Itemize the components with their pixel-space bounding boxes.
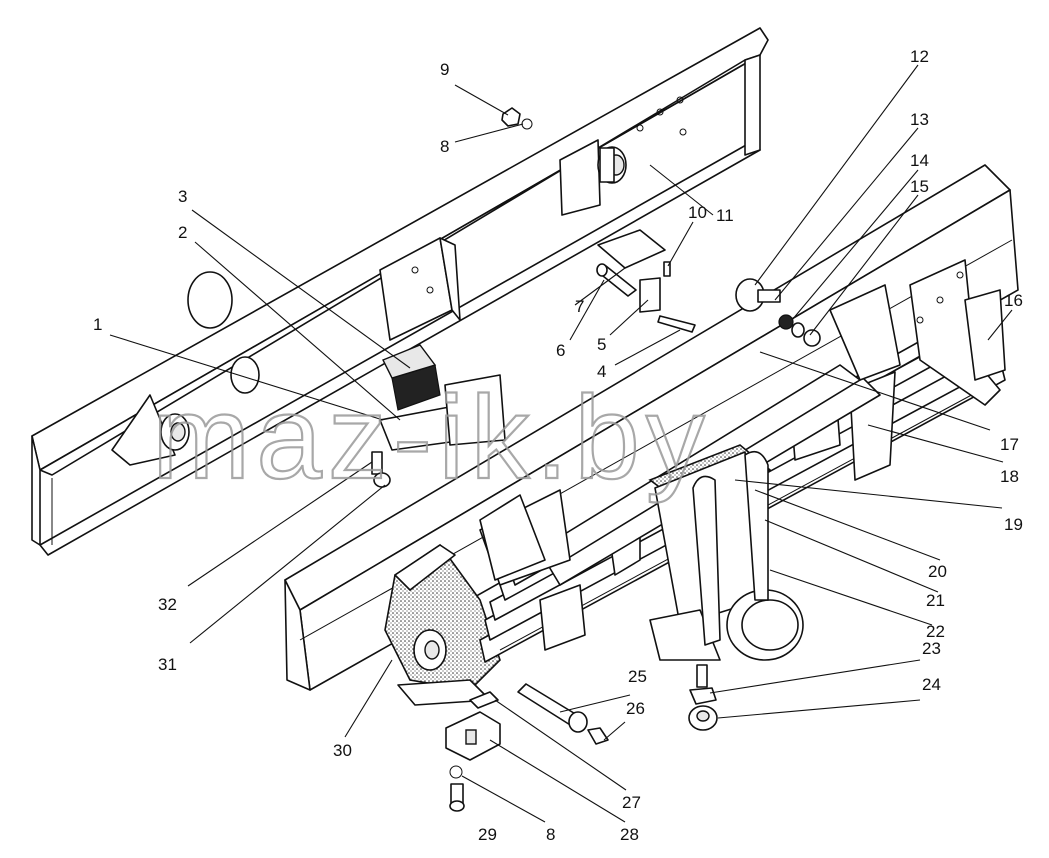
callout-18: 18 xyxy=(1000,467,1019,486)
callout-30: 30 xyxy=(333,741,352,760)
callout-4: 4 xyxy=(597,362,606,381)
callout-6: 6 xyxy=(556,341,565,360)
callout-25: 25 xyxy=(628,667,647,686)
callout-16: 16 xyxy=(1004,291,1023,310)
fasteners-right xyxy=(735,278,821,347)
pin-and-fitting xyxy=(517,683,609,745)
spring-seat-assembly xyxy=(648,444,804,661)
callout-2: 2 xyxy=(178,223,187,242)
callout-31: 31 xyxy=(158,655,177,674)
callout-9: 9 xyxy=(440,60,449,79)
callout-17: 17 xyxy=(1000,435,1019,454)
callout-19: 19 xyxy=(1004,515,1023,534)
callout-5: 5 xyxy=(597,335,606,354)
front-bracket-rail xyxy=(379,237,461,341)
rear-bracket-upper xyxy=(559,139,627,216)
callout-32: 32 xyxy=(158,595,177,614)
callout-1: 1 xyxy=(93,315,102,334)
callout-22: 22 xyxy=(926,622,945,641)
callout-29: 29 xyxy=(478,825,497,844)
watermark-text: maz-ik.by xyxy=(152,372,711,504)
callout-labels: 9 8 3 2 1 10 11 7 6 5 4 12 13 14 15 16 1… xyxy=(93,47,1023,844)
spring-bracket-rear xyxy=(829,259,1006,406)
clamp-block-bottom xyxy=(445,691,501,812)
nuts-bottom xyxy=(688,664,718,731)
callout-27: 27 xyxy=(622,793,641,812)
callout-20: 20 xyxy=(928,562,947,581)
callout-11: 11 xyxy=(716,206,734,225)
callout-23: 23 xyxy=(922,639,941,658)
callout-8: 8 xyxy=(440,137,449,156)
callout-21: 21 xyxy=(926,591,945,610)
callout-13: 13 xyxy=(910,110,929,129)
rubber-buffer xyxy=(379,344,506,451)
callout-15: 15 xyxy=(910,177,929,196)
callout-28: 28 xyxy=(620,825,639,844)
callout-14: 14 xyxy=(910,151,929,170)
fasteners-top xyxy=(501,107,533,130)
callout-24: 24 xyxy=(922,675,941,694)
callout-10: 10 xyxy=(688,203,707,222)
callout-3: 3 xyxy=(178,187,187,206)
front-end-bracket xyxy=(111,271,260,466)
callout-7: 7 xyxy=(575,297,584,316)
small-parts-center xyxy=(596,229,696,333)
callout-12: 12 xyxy=(910,47,929,66)
leader-lines xyxy=(109,64,1013,823)
callout-26: 26 xyxy=(626,699,645,718)
spring-hanger-front xyxy=(384,543,501,706)
callout-8-lower: 8 xyxy=(546,825,555,844)
